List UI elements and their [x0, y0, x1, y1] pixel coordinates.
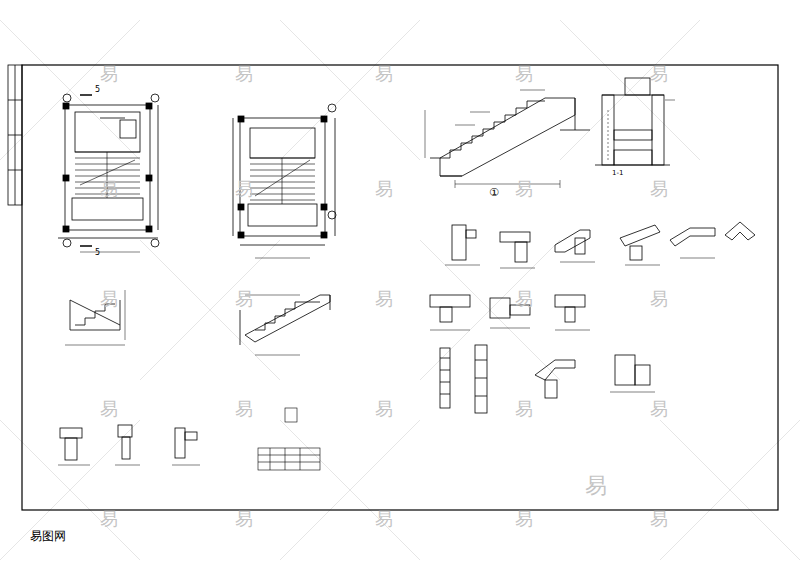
watermark: 易 [515, 290, 533, 308]
label: 易图网 [30, 530, 66, 542]
watermark: 易 [650, 180, 668, 198]
watermark: 易 [375, 510, 393, 528]
watermark: 易 [100, 510, 118, 528]
axis-label: 5 [95, 86, 100, 94]
watermark: 易 [235, 290, 253, 308]
watermark: 易 [375, 290, 393, 308]
section-label: 1-1 [612, 170, 623, 177]
watermark: 易 [100, 65, 118, 83]
watermark: 易 [235, 400, 253, 418]
watermark: 易 [375, 180, 393, 198]
watermark: 易 [650, 290, 668, 308]
watermark-logo: 易 [585, 475, 607, 497]
watermark: 易 [375, 400, 393, 418]
watermark: 易 [650, 400, 668, 418]
watermark: 易 [100, 400, 118, 418]
axis-label: 5 [95, 249, 100, 257]
watermark: 易 [100, 290, 118, 308]
watermark: 易 [235, 180, 253, 198]
watermark: 易 [100, 180, 118, 198]
watermark: 易 [375, 65, 393, 83]
section-mark: ① [489, 187, 499, 198]
watermark: 易 [650, 510, 668, 528]
watermark: 易 [515, 65, 533, 83]
watermark: 易 [515, 180, 533, 198]
watermark: 易 [515, 510, 533, 528]
watermark: 易 [235, 510, 253, 528]
watermark: 易 [650, 65, 668, 83]
watermark: 易 [235, 65, 253, 83]
watermark: 易 [515, 400, 533, 418]
